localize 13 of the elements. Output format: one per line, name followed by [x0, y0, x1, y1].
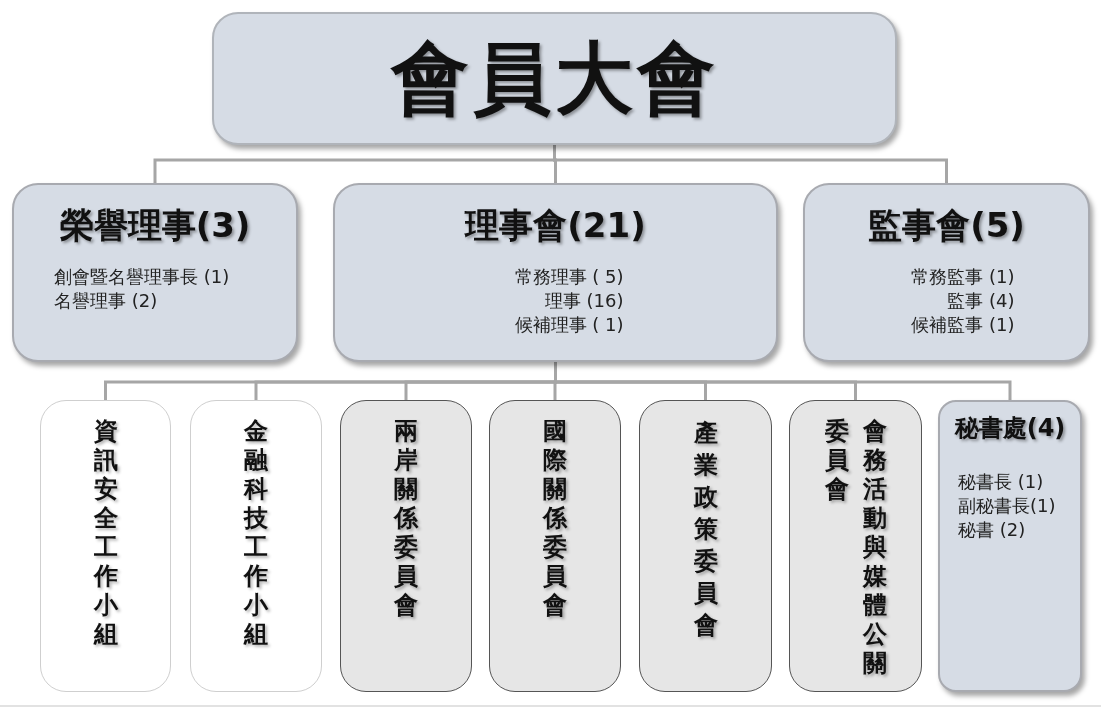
office-box: 秘書處(4) 秘書長 (1) 副秘書長(1) 秘書 (2)	[938, 400, 1082, 692]
committee-box: 兩岸關係委員會	[340, 400, 472, 692]
committee-box: 金融科技工作小組	[190, 400, 322, 692]
committee-box: 產業政策委員會	[639, 400, 772, 692]
assembly-box: 會員大會	[212, 12, 897, 145]
council-box: 監事會(5) 常務監事 (1) 監事 (4) 候補監事 (1)	[803, 183, 1090, 362]
committee-box: 國際關係委員會	[489, 400, 621, 692]
committee-box: 會務活動與媒體公關委員會	[789, 400, 922, 692]
council-box: 榮譽理事(3) 創會暨名譽理事長 (1) 名譽理事 (2)	[12, 183, 298, 362]
connector-line	[553, 145, 948, 183]
council-box: 理事會(21) 常務理事 ( 5) 理事 (16) 候補理事 ( 1)	[333, 183, 778, 362]
connector-line	[554, 362, 1012, 400]
committee-box: 資訊安全工作小組	[40, 400, 171, 692]
